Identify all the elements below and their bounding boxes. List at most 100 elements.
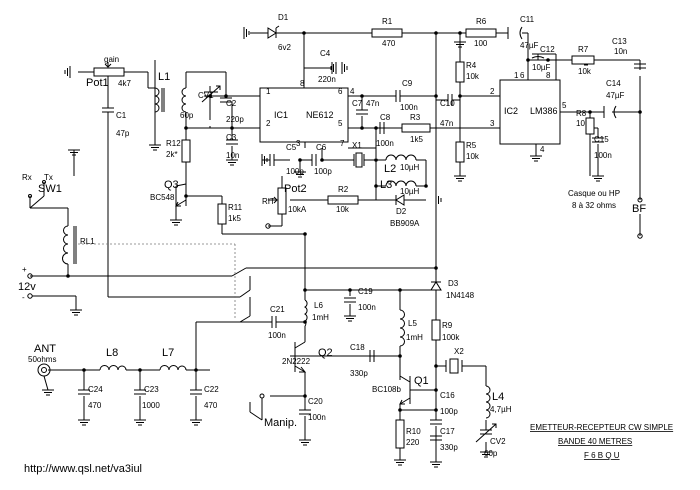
svg-text:100n: 100n bbox=[376, 139, 394, 148]
plus-label: + bbox=[22, 265, 27, 274]
pot2-ref: Pot2 bbox=[284, 183, 307, 195]
transistor-q1: Q1 BC108b bbox=[372, 375, 429, 405]
svg-text:Q2: Q2 bbox=[318, 347, 333, 359]
inductor-l8: L8 bbox=[99, 347, 127, 371]
svg-text:D1: D1 bbox=[278, 13, 289, 22]
svg-text:R5: R5 bbox=[466, 141, 477, 150]
crystal-x1: X1 bbox=[352, 141, 365, 168]
headphone-label: Casque ou HP bbox=[568, 189, 620, 198]
pot1-ref: Pot1 bbox=[86, 77, 109, 89]
svg-text:C9: C9 bbox=[402, 79, 413, 88]
svg-text:C14: C14 bbox=[606, 79, 621, 88]
resistor-r3: R3 1k5 bbox=[401, 113, 431, 144]
svg-text:C1: C1 bbox=[116, 111, 127, 120]
transistor-q2: Q2 2N2222 bbox=[282, 341, 336, 373]
svg-text:L5: L5 bbox=[408, 319, 417, 328]
svg-text:60p: 60p bbox=[180, 111, 194, 120]
svg-text:X2: X2 bbox=[454, 347, 464, 356]
svg-text:RL1: RL1 bbox=[80, 237, 95, 246]
svg-text:100k: 100k bbox=[442, 333, 460, 342]
svg-text:10k: 10k bbox=[466, 152, 480, 161]
svg-text:470: 470 bbox=[382, 39, 396, 48]
relay-rl1: RL1 bbox=[62, 225, 95, 265]
svg-text:C24: C24 bbox=[88, 385, 103, 394]
svg-text:C15: C15 bbox=[594, 135, 609, 144]
inductor-l2: L2 10µH bbox=[384, 154, 420, 175]
ic2-pin-5: 5 bbox=[562, 101, 567, 110]
svg-text:CV2: CV2 bbox=[490, 437, 506, 446]
svg-text:1k5: 1k5 bbox=[228, 214, 241, 223]
svg-text:C19: C19 bbox=[358, 287, 373, 296]
svg-text:R12: R12 bbox=[166, 139, 181, 148]
svg-text:1mH: 1mH bbox=[406, 333, 423, 342]
antenna-connector: ANT 50ohms bbox=[28, 343, 56, 391]
svg-text:R6: R6 bbox=[476, 17, 487, 26]
pot2-value: 10kA bbox=[288, 205, 307, 214]
ant-impedance: 50ohms bbox=[28, 355, 56, 364]
svg-text:2N2222: 2N2222 bbox=[282, 357, 311, 366]
svg-text:100n: 100n bbox=[358, 303, 376, 312]
svg-text:R10: R10 bbox=[406, 427, 421, 436]
svg-text:BC548: BC548 bbox=[150, 193, 175, 202]
svg-text:100n: 100n bbox=[594, 151, 612, 160]
ic1-pin-2: 2 bbox=[266, 119, 271, 128]
svg-text:1mH: 1mH bbox=[312, 313, 329, 322]
svg-text:C17: C17 bbox=[440, 427, 455, 436]
switch-sw1: Rx Tx SW1 bbox=[22, 173, 62, 208]
svg-text:L6: L6 bbox=[314, 301, 323, 310]
svg-text:C12: C12 bbox=[540, 45, 555, 54]
svg-text:4,7µH: 4,7µH bbox=[490, 405, 512, 414]
svg-text:47µF: 47µF bbox=[520, 41, 539, 50]
ic1-pin-1: 1 bbox=[266, 87, 271, 96]
ic1-pin-8: 8 bbox=[300, 79, 305, 88]
inductor-l5: L5 1mH bbox=[399, 309, 423, 347]
ic2: IC2 LM386 6 2 3 1 8 5 4 bbox=[490, 71, 567, 154]
sw1-label: SW1 bbox=[38, 183, 62, 195]
svg-text:100p: 100p bbox=[440, 407, 458, 416]
ic1-pin-7: 7 bbox=[340, 139, 345, 148]
svg-text:C21: C21 bbox=[270, 305, 285, 314]
svg-text:100p: 100p bbox=[314, 167, 332, 176]
ic1-part: NE612 bbox=[306, 110, 334, 120]
svg-text:60p: 60p bbox=[484, 449, 498, 458]
ant-label: ANT bbox=[34, 343, 56, 355]
potentiometer-pot2: Pot2 RIT 10kA bbox=[262, 183, 307, 229]
svg-text:10k: 10k bbox=[336, 205, 350, 214]
svg-text:47n: 47n bbox=[366, 99, 379, 108]
ic2-pin-4: 4 bbox=[540, 145, 545, 154]
ic1-pin-6: 6 bbox=[338, 87, 343, 96]
resistor-r1: R1 470 bbox=[371, 17, 403, 48]
svg-text:L4: L4 bbox=[492, 391, 504, 403]
svg-text:470: 470 bbox=[204, 401, 218, 410]
svg-text:100n: 100n bbox=[268, 331, 286, 340]
ic1-ref: IC1 bbox=[274, 110, 288, 120]
svg-text:1k5: 1k5 bbox=[410, 135, 423, 144]
ic1-pin-3: 3 bbox=[296, 139, 301, 148]
svg-text:10n: 10n bbox=[226, 151, 239, 160]
bf-label: BF bbox=[632, 203, 646, 215]
svg-text:R9: R9 bbox=[442, 321, 453, 330]
wires bbox=[29, 32, 641, 462]
rit-label: RIT bbox=[262, 197, 275, 206]
title-block: EMETTEUR-RECEPTEUR CW SIMPLE BANDE 40 ME… bbox=[530, 423, 673, 460]
ic2-pin-1: 1 bbox=[514, 71, 519, 80]
svg-text:R3: R3 bbox=[410, 113, 421, 122]
svg-text:C2: C2 bbox=[226, 99, 237, 108]
pot1-name: gain bbox=[104, 55, 119, 64]
minus-label: - bbox=[22, 293, 25, 302]
svg-text:R1: R1 bbox=[382, 17, 393, 26]
ic1: IC1 NE612 8 1 2 6 4 5 7 3 bbox=[259, 79, 355, 148]
svg-text:C6: C6 bbox=[316, 143, 327, 152]
svg-text:10: 10 bbox=[576, 119, 585, 128]
svg-text:C20: C20 bbox=[308, 397, 323, 406]
manip-label: Manip. bbox=[264, 417, 297, 429]
svg-text:330p: 330p bbox=[440, 443, 458, 452]
svg-text:C10: C10 bbox=[440, 99, 455, 108]
